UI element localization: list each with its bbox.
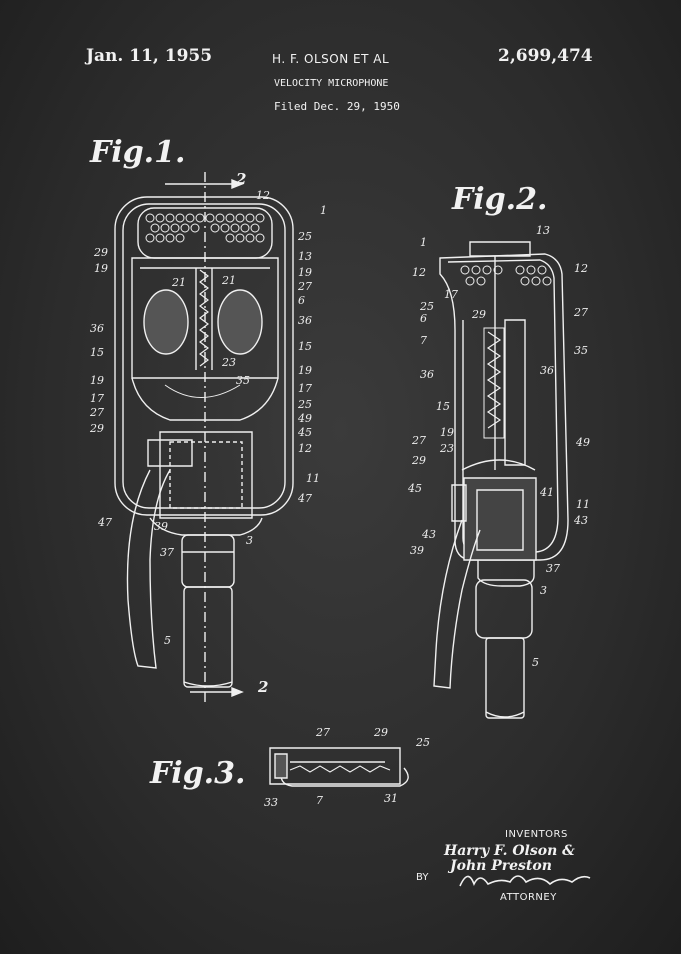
by-label: BY bbox=[416, 872, 429, 883]
fig2-label: 5 bbox=[532, 656, 539, 669]
fig2-label: 27 bbox=[574, 306, 588, 319]
fig1-title: Fig.1. bbox=[90, 135, 186, 170]
fig1-label: 3 bbox=[246, 534, 253, 547]
fig2-label: 29 bbox=[412, 454, 426, 467]
inventor-names-line2: John Preston bbox=[450, 858, 552, 874]
section-mark-bottom: 2 bbox=[258, 678, 269, 696]
fig1-label: 25 bbox=[298, 230, 312, 243]
fig1-label: 6 bbox=[298, 294, 305, 307]
fig1-label: 12 bbox=[298, 442, 312, 455]
fig2-title: Fig.2. bbox=[452, 182, 548, 217]
fig2-label: 36 bbox=[420, 368, 434, 381]
fig1-label: 11 bbox=[306, 472, 320, 485]
fig1-label: 47 bbox=[98, 516, 112, 529]
fig3-label: 31 bbox=[384, 792, 398, 805]
section-mark-top: 2 bbox=[236, 170, 247, 188]
fig2-label: 15 bbox=[436, 400, 450, 413]
fig2-label: 6 bbox=[420, 312, 427, 325]
fig1-label: 5 bbox=[164, 634, 171, 647]
fig2-label: 1 bbox=[420, 236, 427, 249]
fig1-label: 35 bbox=[236, 374, 250, 387]
patent-date: Jan. 11, 1955 bbox=[86, 46, 213, 66]
fig1-label: 49 bbox=[298, 412, 312, 425]
fig3-label: 7 bbox=[316, 794, 323, 807]
attorney-label: ATTORNEY bbox=[500, 892, 557, 903]
fig2-label: 27 bbox=[412, 434, 426, 447]
filed-date: Filed Dec. 29, 1950 bbox=[274, 100, 400, 113]
fig1-label: 15 bbox=[298, 340, 312, 353]
fig2-label: 17 bbox=[444, 288, 458, 301]
fig2-label: 19 bbox=[440, 426, 454, 439]
fig1-label: 36 bbox=[90, 322, 104, 335]
fig1-label: 47 bbox=[298, 492, 312, 505]
inventor-names-line1: Harry F. Olson & bbox=[444, 843, 575, 859]
fig2-label: 12 bbox=[574, 262, 588, 275]
fig2-label: 23 bbox=[440, 442, 454, 455]
patent-number: 2,699,474 bbox=[498, 46, 593, 66]
fig3-label: 29 bbox=[374, 726, 388, 739]
fig1-label: 21 bbox=[172, 276, 186, 289]
fig3-title: Fig.3. bbox=[150, 756, 246, 791]
fig3-label: 33 bbox=[264, 796, 278, 809]
fig3-drawing bbox=[270, 748, 408, 786]
fig3-label: 27 bbox=[316, 726, 330, 739]
fig2-label: 25 bbox=[420, 300, 434, 313]
fig2-label: 43 bbox=[422, 528, 436, 541]
fig1-label: 29 bbox=[94, 246, 108, 259]
attorney-signature bbox=[460, 876, 590, 886]
fig2-label: 45 bbox=[408, 482, 422, 495]
inventor-heading: H. F. OLSON ET AL bbox=[272, 52, 390, 66]
fig2-label: 39 bbox=[410, 544, 424, 557]
fig1-drawing bbox=[115, 172, 293, 706]
fig1-label: 27 bbox=[90, 406, 104, 419]
inventors-label: INVENTORS bbox=[505, 829, 568, 840]
fig2-label: 43 bbox=[574, 514, 588, 527]
fig1-label: 12 bbox=[256, 189, 270, 202]
fig2-label: 49 bbox=[576, 436, 590, 449]
fig2-label: 13 bbox=[536, 224, 550, 237]
fig1-label: 36 bbox=[298, 314, 312, 327]
fig1-label: 21 bbox=[222, 274, 236, 287]
fig2-label: 12 bbox=[412, 266, 426, 279]
fig2-label: 36 bbox=[540, 364, 554, 377]
fig1-label: 1 bbox=[320, 204, 327, 217]
fig1-label: 23 bbox=[222, 356, 236, 369]
fig1-label: 25 bbox=[298, 398, 312, 411]
fig1-label: 19 bbox=[90, 374, 104, 387]
patent-title: VELOCITY MICROPHONE bbox=[274, 78, 389, 89]
fig2-drawing bbox=[434, 242, 568, 718]
fig1-label: 27 bbox=[298, 280, 312, 293]
fig1-label: 39 bbox=[154, 520, 168, 533]
fig2-label: 11 bbox=[576, 498, 590, 511]
fig1-label: 17 bbox=[90, 392, 104, 405]
fig2-label: 35 bbox=[574, 344, 588, 357]
fig1-label: 29 bbox=[90, 422, 104, 435]
fig2-label: 29 bbox=[472, 308, 486, 321]
fig3-label: 25 bbox=[416, 736, 430, 749]
fig2-label: 41 bbox=[540, 486, 554, 499]
fig2-label: 37 bbox=[546, 562, 560, 575]
fig1-label: 37 bbox=[160, 546, 174, 559]
fig1-label: 13 bbox=[298, 250, 312, 263]
fig1-label: 45 bbox=[298, 426, 312, 439]
fig2-label: 3 bbox=[540, 584, 547, 597]
fig1-label: 15 bbox=[90, 346, 104, 359]
fig1-label: 17 bbox=[298, 382, 312, 395]
fig1-label: 19 bbox=[298, 266, 312, 279]
fig1-label: 19 bbox=[298, 364, 312, 377]
fig1-label: 19 bbox=[94, 262, 108, 275]
fig2-label: 7 bbox=[420, 334, 427, 347]
